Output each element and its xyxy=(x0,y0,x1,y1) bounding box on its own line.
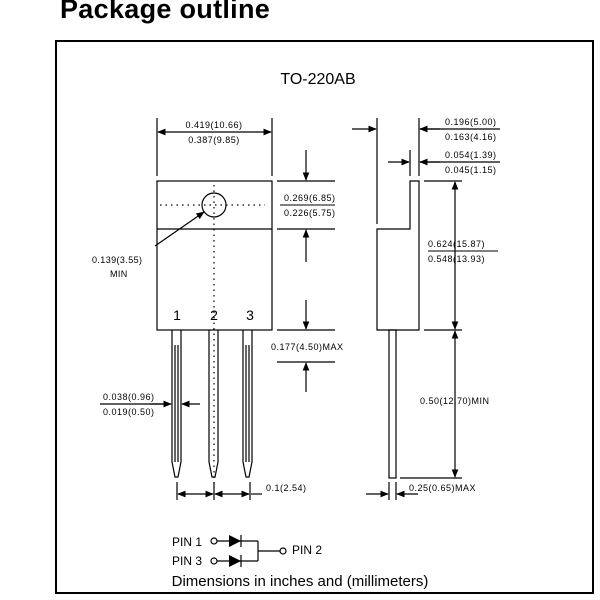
package-body xyxy=(156,180,273,331)
thickness-max-label: 0.196(5.00) xyxy=(445,117,497,127)
pitch-label: 0.1(2.54) xyxy=(266,483,307,493)
lead-3 xyxy=(242,330,253,478)
thickness-min-label: 0.163(4.16) xyxy=(445,132,497,142)
pin-schematic: PIN 1 PIN 3 PIN 2 xyxy=(172,535,322,568)
hole-dia-note: MIN xyxy=(110,269,128,279)
page-heading: Package outline xyxy=(60,0,271,24)
hole-dia-label: 0.139(3.55) xyxy=(92,255,142,265)
tab-thickness-min-label: 0.045(1.15) xyxy=(445,165,497,175)
diode-1-icon xyxy=(229,535,241,547)
lead-width-max-label: 0.038(0.96) xyxy=(103,392,155,402)
diode-2-icon xyxy=(229,555,241,567)
lead-width-min-label: 0.019(0.50) xyxy=(103,407,155,417)
side-view xyxy=(352,118,500,500)
hole-leader xyxy=(154,211,205,247)
pin3-terminal xyxy=(210,557,218,565)
pin-label-3: 3 xyxy=(246,307,254,323)
lead-1 xyxy=(171,330,182,478)
width-min-label: 0.387(9.85) xyxy=(188,135,240,145)
side-lead xyxy=(388,329,397,479)
body-to-lead-label: 0.177(4.50)MAX xyxy=(271,342,344,352)
dimensions-note: Dimensions in inches and (millimeters) xyxy=(172,573,429,590)
schematic-pin3-label: PIN 3 xyxy=(172,554,202,568)
body-height-max-label: 0.624(15.87) xyxy=(428,239,485,249)
tab-thickness-max-label: 0.054(1.39) xyxy=(445,150,497,160)
schematic-pin1-label: PIN 1 xyxy=(172,535,202,549)
lead-thickness-label: 0.25(0.65)MAX xyxy=(409,483,476,493)
lead-2 xyxy=(208,330,219,478)
width-max-label: 0.419(10.66) xyxy=(185,120,242,130)
front-view-labels: 0.419(10.66) 0.387(9.85) 0.269(6.85) 0.2… xyxy=(92,120,344,493)
tab-height-min-label: 0.226(5.75) xyxy=(284,208,336,218)
pin1-terminal xyxy=(210,537,218,545)
pin2-terminal xyxy=(279,547,287,555)
front-view xyxy=(100,118,335,500)
side-body xyxy=(376,180,420,331)
lead-length-label: 0.50(12.70)MIN xyxy=(420,396,490,406)
package-name: TO-220AB xyxy=(280,71,355,88)
side-view-labels: 0.196(5.00) 0.163(4.16) 0.054(1.39) 0.04… xyxy=(409,117,498,493)
body-height-min-label: 0.548(13.93) xyxy=(428,254,485,264)
drawing-frame xyxy=(55,40,594,594)
tab-height-max-label: 0.269(6.85) xyxy=(284,193,336,203)
pin-label-1: 1 xyxy=(173,307,181,323)
schematic-pin2-label: PIN 2 xyxy=(292,543,322,557)
pin-label-2: 2 xyxy=(210,307,218,323)
